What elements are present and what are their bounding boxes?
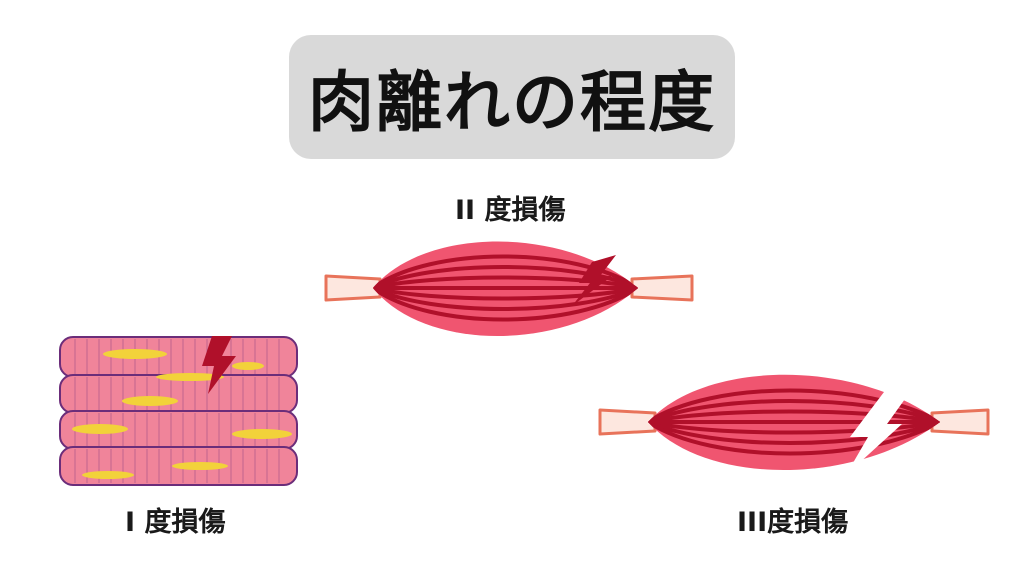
fiber-1: [59, 336, 298, 378]
nucleus: [122, 396, 178, 406]
grade1-fiber-bundle: [59, 336, 298, 486]
nucleus: [232, 429, 292, 439]
grade3-fibers: [648, 388, 940, 456]
grade3-muscle: [598, 374, 990, 475]
page-title: 肉離れの程度: [308, 64, 716, 141]
grade2-label: II 度損傷: [455, 195, 566, 226]
grade2-tear-icon: [572, 255, 616, 306]
nucleus: [172, 462, 228, 470]
grade3-tendon-left: [598, 408, 657, 436]
nucleus: [232, 362, 264, 370]
grade2-tendon-left: [324, 274, 382, 302]
grade2-tendon-right: [630, 274, 694, 302]
nucleus: [72, 424, 128, 434]
grade2-muscle: [324, 241, 694, 336]
nucleus: [103, 349, 167, 359]
grade1-label: I 度損傷: [125, 507, 226, 538]
grade3-rupture-icon: [846, 392, 910, 475]
nucleus: [156, 373, 224, 381]
grade1-tear-icon: [202, 336, 236, 394]
grade3-tendon-right: [930, 408, 990, 436]
title-box: 肉離れの程度: [289, 35, 735, 159]
grade3-label: III度損傷: [737, 507, 849, 538]
fiber-2-striations: [74, 377, 280, 411]
nucleus: [82, 471, 134, 479]
grade2-fibers: [373, 254, 638, 322]
